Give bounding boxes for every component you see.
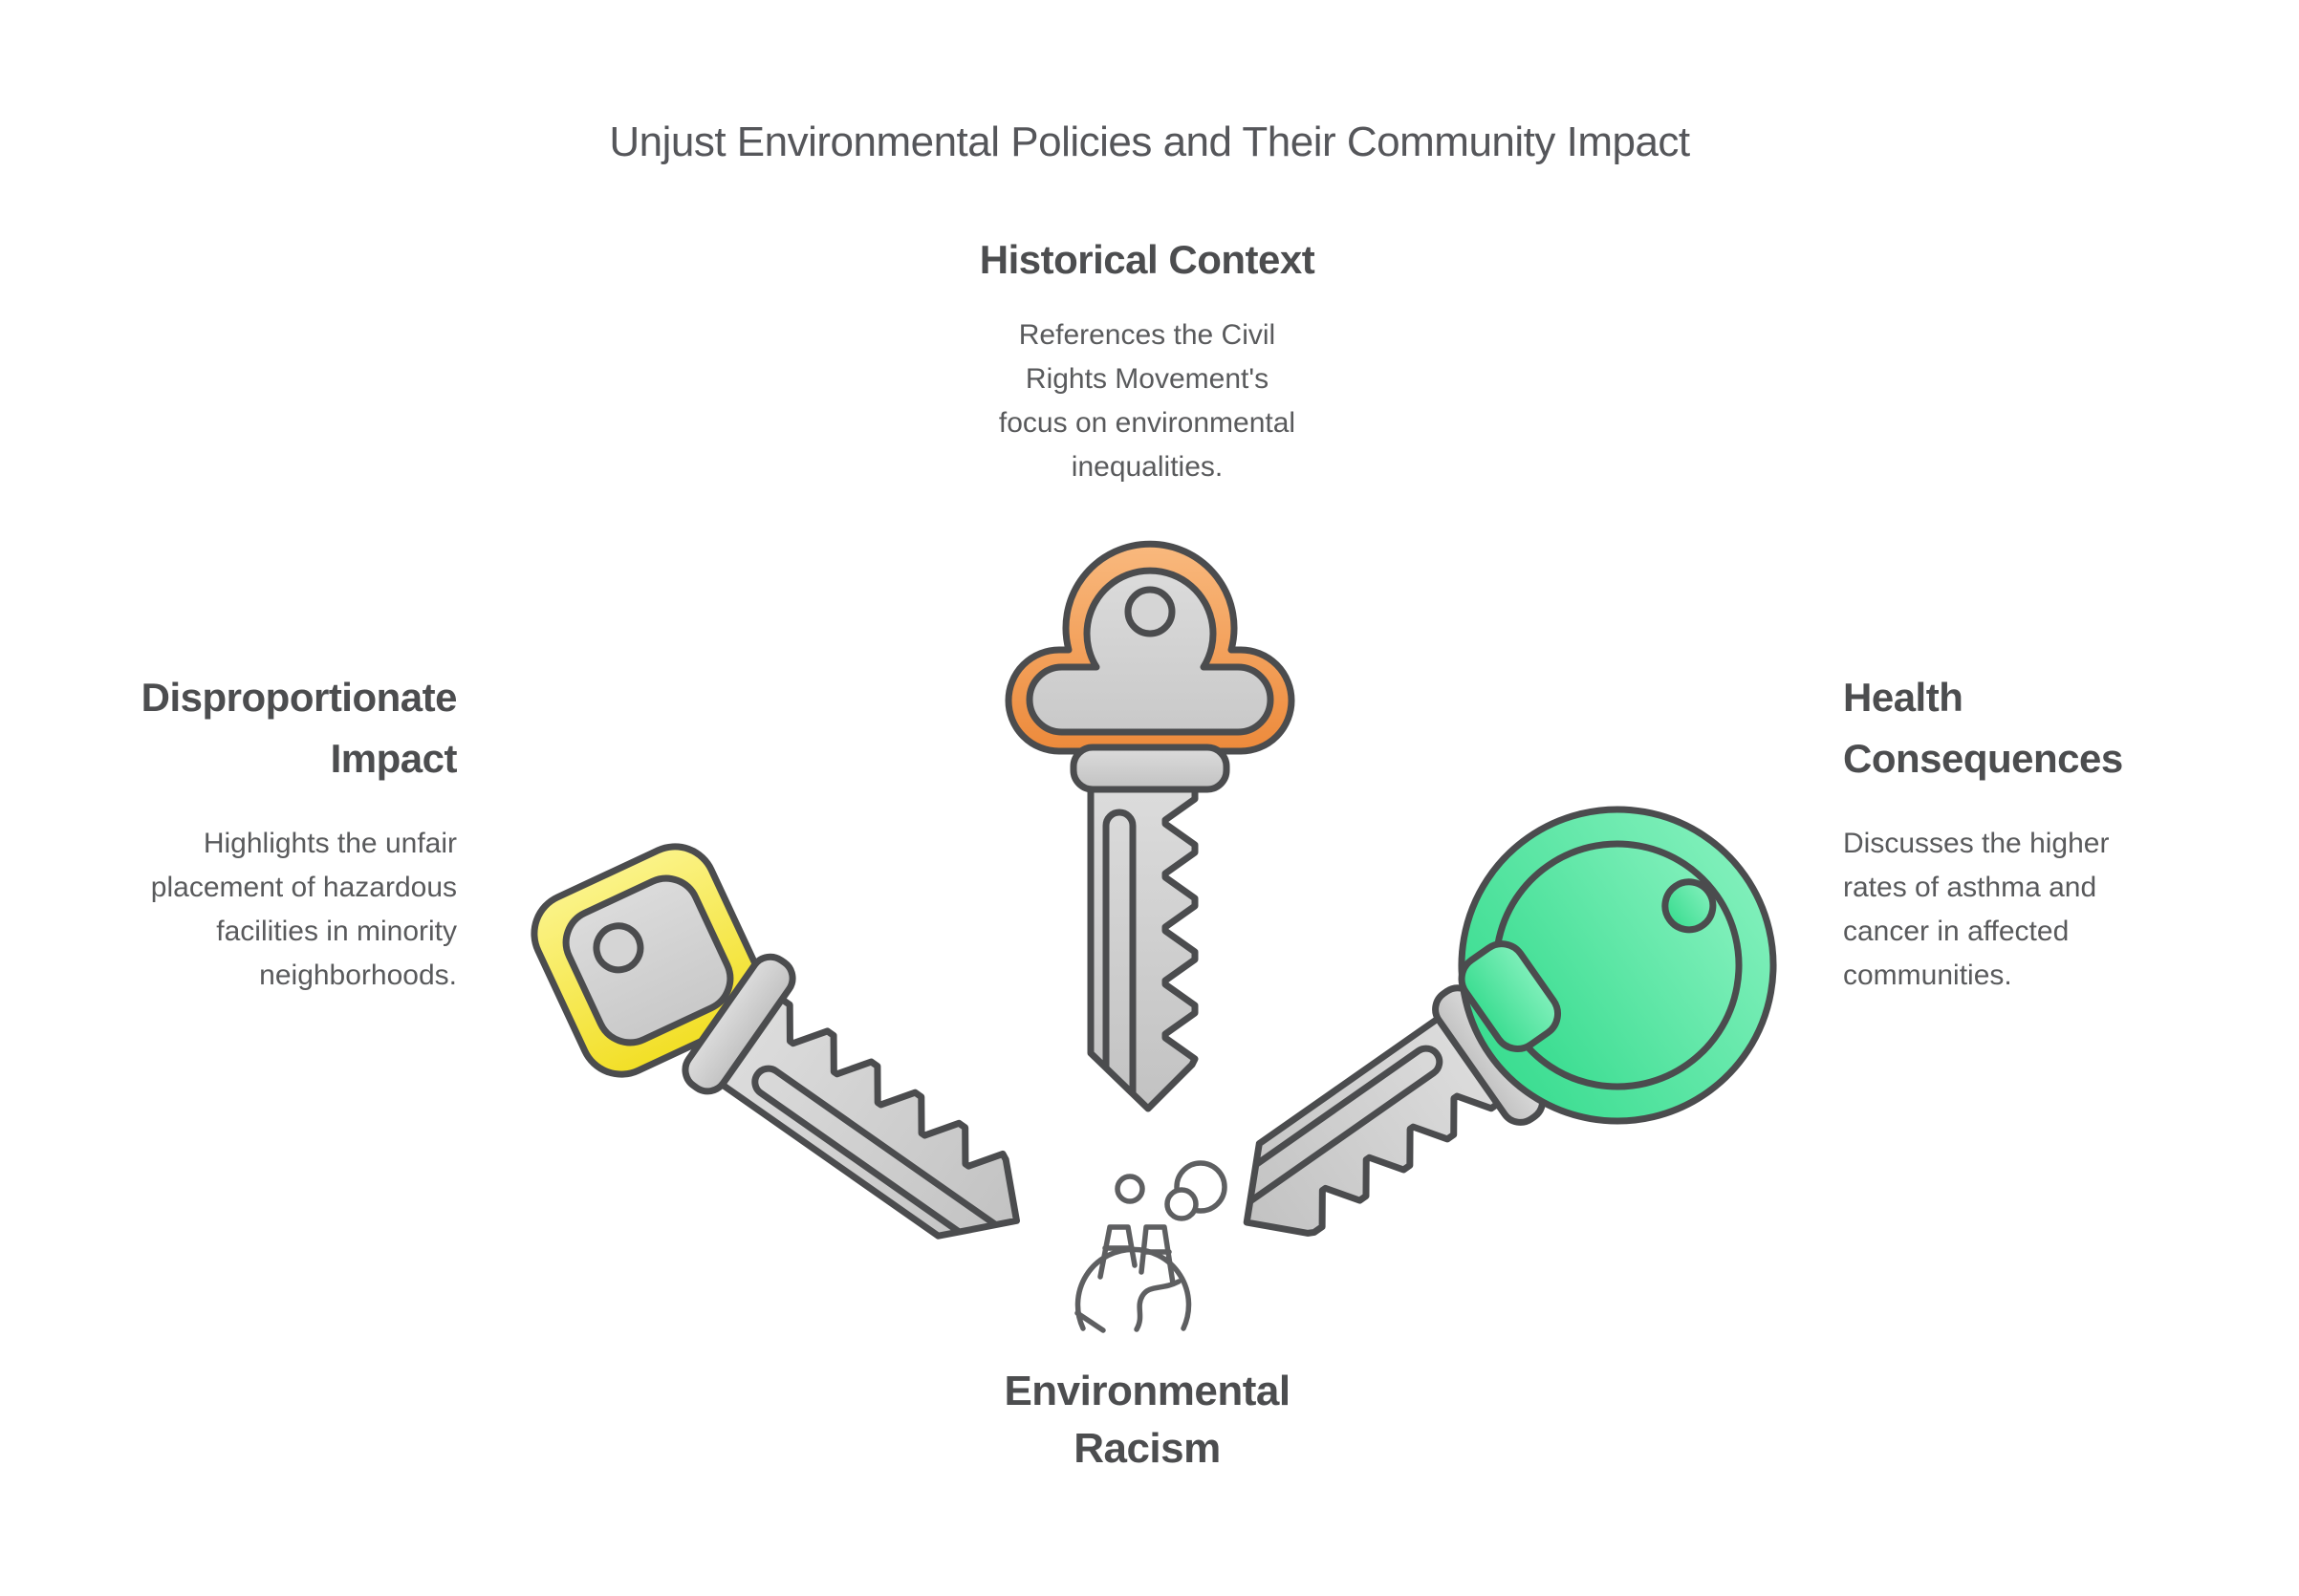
square-key-icon — [531, 843, 1020, 1240]
section-disproportionate-impact: Disproportionate Impact Highlights the u… — [57, 667, 458, 998]
key-shaft — [1087, 780, 1199, 1112]
center-label: Environmental Racism — [1004, 1368, 1290, 1472]
earth-river — [1134, 1279, 1182, 1332]
key-head-notch — [1458, 940, 1561, 1052]
round-key-icon — [1243, 806, 1777, 1237]
smoke-dot-icon — [1115, 1174, 1145, 1204]
section-body: Highlights the unfair placement of hazar… — [150, 828, 457, 991]
key-collar — [1070, 744, 1230, 793]
key-head-inner — [562, 874, 734, 1046]
section-heading: Disproportionate Impact — [141, 675, 458, 781]
factory-earth-icon — [1074, 1160, 1227, 1333]
key-groove — [1102, 809, 1137, 1097]
section-heading: Historical Context — [979, 237, 1315, 282]
smoke-cloud-icon — [1164, 1187, 1199, 1221]
earth-circle — [1074, 1246, 1192, 1331]
key-collar — [682, 953, 796, 1095]
cloud-key-icon — [1005, 540, 1295, 1112]
key-groove — [751, 1065, 999, 1236]
section-body: References the Civil Rights Movement's f… — [998, 319, 1296, 483]
earth-edge-tick — [1074, 1310, 1106, 1333]
key-groove — [1247, 1045, 1443, 1205]
key-hole — [1124, 586, 1176, 637]
section-health-consequences: Health Consequences Discusses the higher… — [1843, 667, 2273, 998]
key-hole — [1661, 878, 1717, 934]
section-body: Discusses the higher rates of asthma and… — [1843, 828, 2110, 991]
key-head-inner — [1026, 567, 1274, 736]
section-historical-context: Historical Context References the Civil … — [860, 229, 1434, 489]
page-title: Unjust Environmental Policies and Their … — [609, 119, 1690, 165]
key-hole — [593, 922, 644, 974]
key-shaft — [714, 992, 1020, 1240]
section-heading: Health Consequences — [1843, 675, 2123, 781]
